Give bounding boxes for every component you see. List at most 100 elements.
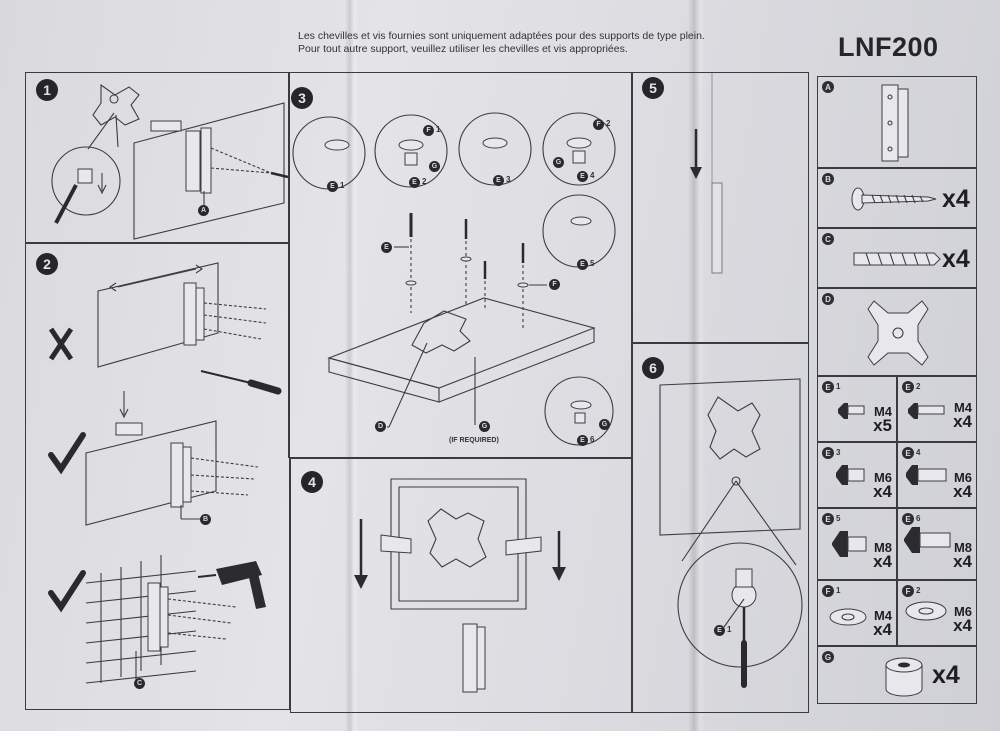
- part-letter: E: [902, 381, 914, 393]
- callout-e2-num: 2: [422, 177, 427, 186]
- part-letter: D: [822, 293, 834, 305]
- part-e1-spec: M4 x5: [873, 404, 892, 435]
- callout-g-e2: G: [429, 161, 440, 172]
- if-required-label: (IF REQUIRED): [449, 437, 499, 444]
- part-e2-spec: M4 x4: [953, 400, 972, 431]
- step-2-panel: 2: [25, 242, 290, 710]
- step-number: 3: [291, 87, 313, 109]
- part-g-qty: x4: [932, 661, 960, 689]
- bolt-m4-short-icon: [838, 403, 865, 419]
- part-letter: C: [822, 233, 834, 245]
- callout-g-e6: G: [599, 419, 610, 430]
- part-letter: E: [902, 447, 914, 459]
- step-number: 5: [642, 77, 664, 99]
- part-e6-cell: E 6 M8 x4: [897, 508, 977, 580]
- part-e2-num: 2: [916, 382, 921, 391]
- callout-e1: E: [327, 181, 338, 192]
- callout-f1-num: 1: [436, 125, 441, 134]
- part-letter: G: [822, 651, 834, 663]
- part-e5-spec: M8 x4: [873, 540, 892, 571]
- part-c-cell: C x4: [817, 228, 977, 288]
- bracket-rail-icon: [881, 84, 909, 162]
- callout-e1-num: 1: [340, 181, 345, 190]
- step-3-panel: 3: [288, 72, 633, 458]
- part-e4-num: 4: [916, 448, 921, 457]
- part-e4-cell: E 4 M6 x4: [897, 442, 977, 508]
- step-4-panel: 4: [290, 458, 633, 713]
- part-e1-num: 1: [836, 382, 841, 391]
- part-f1-cell: F 1 M4 x4: [817, 580, 897, 646]
- part-e2-cell: E 2 M4 x4: [897, 376, 977, 442]
- step-5-drawing: [690, 73, 723, 274]
- part-f2-num: 2: [916, 586, 921, 595]
- step-number: 2: [36, 253, 58, 275]
- part-e6-spec: M8 x4: [953, 540, 972, 571]
- callout-f: F: [549, 279, 560, 290]
- step-5-panel: 5: [631, 72, 809, 344]
- callout-g-e4: G: [553, 157, 564, 168]
- part-e6-num: 6: [916, 514, 921, 523]
- callout-a: A: [198, 205, 209, 216]
- part-e3-cell: E 3 M6 x4: [817, 442, 897, 508]
- step-3-drawing: [292, 112, 616, 446]
- part-letter: B: [822, 173, 834, 185]
- vesa-plate-icon: [867, 300, 929, 366]
- callout-d: D: [375, 421, 386, 432]
- part-e3-spec: M6 x4: [873, 470, 892, 501]
- callout-e3-num: 3: [506, 175, 511, 184]
- part-f1-spec: M4 x4: [873, 608, 892, 639]
- bolt-m6-short-icon: [836, 465, 865, 485]
- callout-e3: E: [493, 175, 504, 186]
- part-d-cell: D: [817, 288, 977, 376]
- step-4-drawing: [354, 478, 566, 693]
- callout-g: G: [479, 421, 490, 432]
- callout-e5: E: [577, 259, 588, 270]
- callout-f2: F: [593, 119, 604, 130]
- part-letter: E: [822, 513, 834, 525]
- step-number: 4: [301, 471, 323, 493]
- callout-e5-num: 5: [590, 259, 595, 268]
- paper-fold: [688, 0, 706, 731]
- washer-m4-icon: [829, 608, 867, 626]
- notice-text: Les chevilles et vis fournies sont uniqu…: [298, 30, 705, 55]
- part-letter: E: [902, 513, 914, 525]
- part-e1-cell: E 1 M4 x5: [817, 376, 897, 442]
- bolt-m8-short-icon: [832, 531, 867, 557]
- callout-e1-step6: E: [714, 625, 725, 636]
- part-f2-cell: F 2 M6 x4: [897, 580, 977, 646]
- step-6-panel: 6 E 1: [631, 342, 809, 713]
- callout-e: E: [381, 242, 392, 253]
- bolt-m8-long-icon: [904, 527, 951, 553]
- step-1-drawing: [51, 83, 289, 240]
- callout-e2: E: [409, 177, 420, 188]
- part-letter: F: [902, 585, 914, 597]
- bolt-m4-long-icon: [908, 403, 945, 419]
- part-e3-num: 3: [836, 448, 841, 457]
- callout-e1-step6-num: 1: [727, 625, 732, 634]
- part-e5-cell: E 5 M8 x4: [817, 508, 897, 580]
- callout-e4-num: 4: [590, 171, 595, 180]
- callout-e6-num: 6: [590, 435, 595, 444]
- part-f2-spec: M6 x4: [953, 604, 972, 635]
- callout-b: B: [200, 514, 211, 525]
- callout-e4: E: [577, 171, 588, 182]
- part-e4-spec: M6 x4: [953, 470, 972, 501]
- spacer-icon: [885, 657, 923, 697]
- step-6-drawing: [659, 378, 803, 688]
- callout-c: C: [134, 678, 145, 689]
- wood-screw-icon: [851, 187, 937, 211]
- part-f1-num: 1: [836, 586, 841, 595]
- callout-f2-num: 2: [606, 119, 611, 128]
- part-b-cell: B x4: [817, 168, 977, 228]
- part-c-qty: x4: [942, 245, 970, 273]
- part-letter: E: [822, 447, 834, 459]
- step-1-panel: 1 A: [25, 72, 290, 244]
- part-b-qty: x4: [942, 185, 970, 213]
- part-a-cell: A: [817, 76, 977, 168]
- wall-plug-icon: [853, 252, 941, 266]
- part-letter: E: [822, 381, 834, 393]
- part-letter: A: [822, 81, 834, 93]
- callout-f1: F: [423, 125, 434, 136]
- bolt-m6-long-icon: [906, 465, 947, 485]
- step-number: 1: [36, 79, 58, 101]
